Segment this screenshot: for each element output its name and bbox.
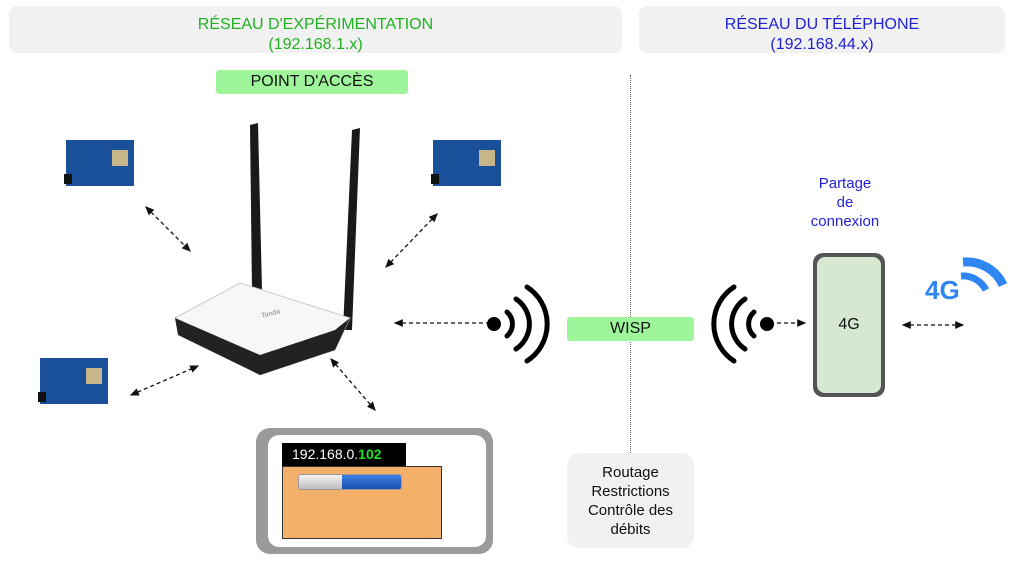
phone-network-title: RÉSEAU DU TÉLÉPHONE: [724, 16, 920, 33]
experiment-network-subnet: (192.168.1.x): [268, 36, 363, 53]
wifi-signal-icon-left: [487, 284, 550, 364]
router-icon: Tenda: [174, 123, 360, 376]
link-arrow-tablet: [330, 358, 376, 411]
esp-board-icon: [431, 138, 503, 186]
rate-control-line: Contrôle des: [587, 502, 674, 519]
svg-text:Tenda: Tenda: [261, 308, 281, 320]
wifi-signal-icon-right: [711, 284, 774, 364]
4g-signal-icon: 4G: [925, 257, 1008, 305]
client-ip-display: 192.168.0.102: [282, 443, 406, 466]
routing-line: Routage: [602, 464, 659, 481]
routing-features-box: Routage Restrictions Contrôle des débits: [567, 453, 694, 548]
wisp-label: WISP: [567, 317, 694, 341]
ip-prefix: 192.168.0.: [292, 446, 359, 462]
link-arrow-board1: [145, 206, 191, 252]
4g-badge-text: 4G: [925, 275, 960, 305]
share-line-2: de: [836, 194, 854, 211]
access-point-label: POINT D'ACCÈS: [216, 70, 408, 94]
esp-board-icon: [64, 138, 136, 186]
share-line-3: connexion: [810, 213, 880, 230]
share-line-1: Partage: [818, 175, 872, 192]
phone-network-header: RÉSEAU DU TÉLÉPHONE (192.168.44.x): [639, 6, 1005, 53]
experiment-network-title: RÉSEAU D'EXPÉRIMENTATION: [197, 16, 434, 33]
connection-sharing-label: Partage de connexion: [790, 174, 900, 231]
rate-control-line-2: débits: [610, 521, 651, 538]
bandwidth-slider-fill: [341, 475, 401, 489]
bandwidth-slider[interactable]: [298, 474, 402, 490]
esp-board-icon: [38, 356, 110, 404]
network-divider: [630, 75, 631, 453]
smartphone-icon: 4G: [813, 253, 885, 397]
link-arrow-board2: [385, 213, 438, 268]
ip-suffix: 102: [358, 446, 382, 462]
experiment-network-header: RÉSEAU D'EXPÉRIMENTATION (192.168.1.x): [9, 6, 622, 53]
phone-network-subnet: (192.168.44.x): [770, 36, 874, 53]
link-arrow-board3: [129, 365, 200, 396]
restrictions-line: Restrictions: [591, 483, 670, 500]
phone-screen-label: 4G: [817, 257, 881, 393]
